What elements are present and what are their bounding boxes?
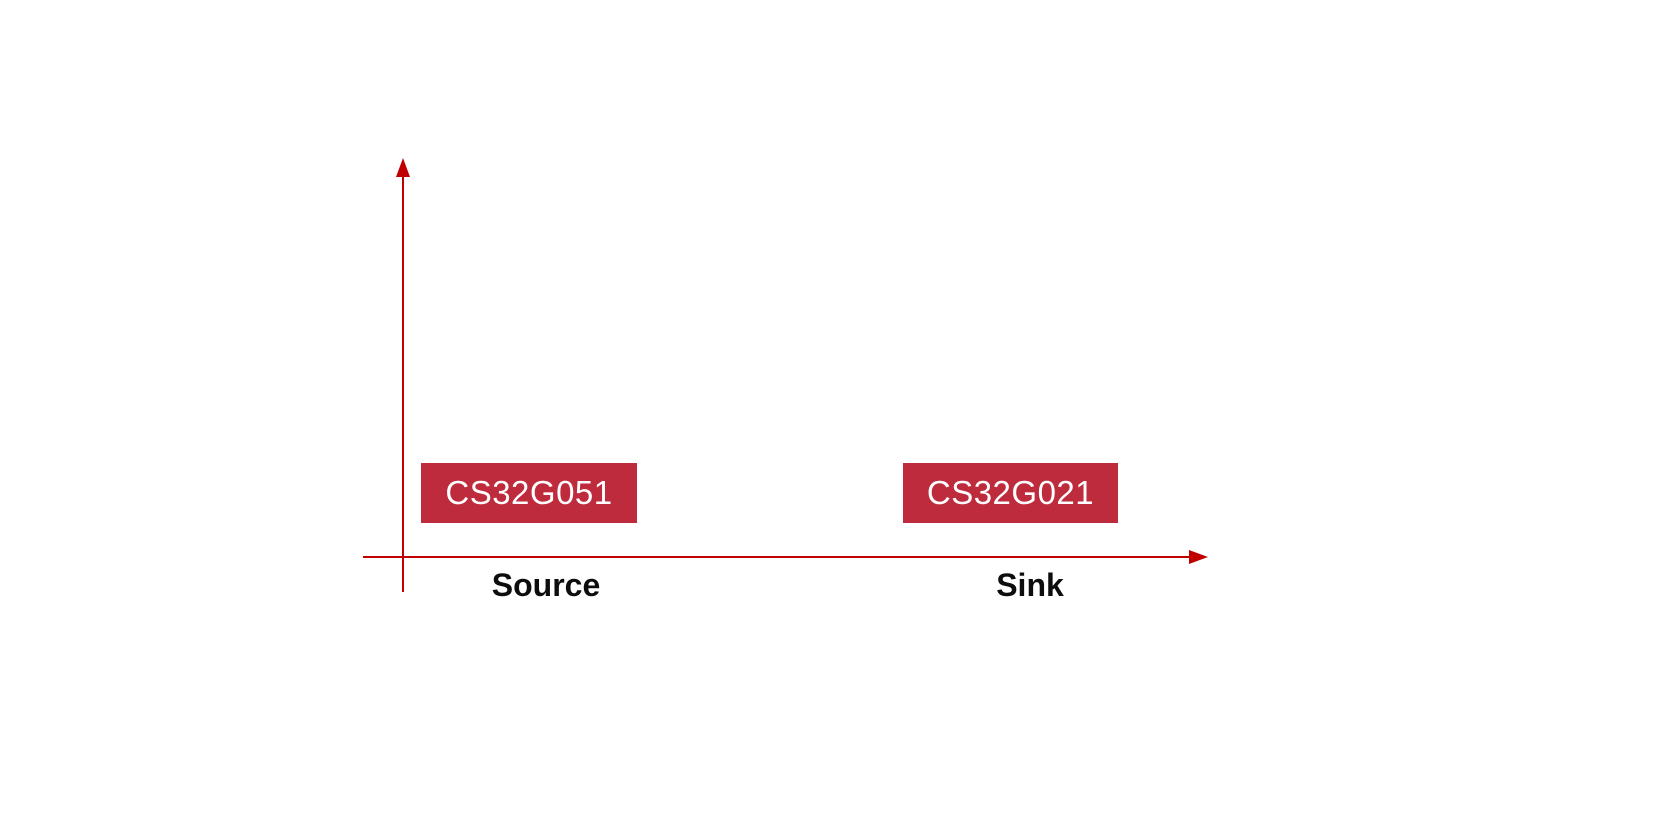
x-axis-arrowhead bbox=[1189, 550, 1208, 564]
x-axis-label-sink: Sink bbox=[996, 567, 1064, 603]
chip-box-sink: CS32G021 bbox=[903, 463, 1118, 523]
chip-box-sink-label: CS32G021 bbox=[926, 474, 1095, 511]
chip-box-source: CS32G051 bbox=[421, 463, 637, 523]
chip-box-source-label: CS32G051 bbox=[445, 474, 613, 511]
x-axis-label-source: Source bbox=[491, 567, 601, 603]
y-axis-arrowhead bbox=[396, 158, 410, 177]
